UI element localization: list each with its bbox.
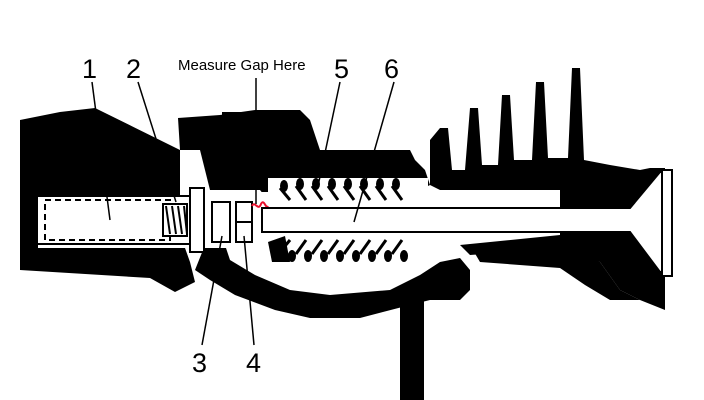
cylinder-head [460,168,665,310]
spring-retainer [268,236,290,262]
label-1: 1 [82,54,97,84]
left-outer-body [20,160,38,270]
gap-caption: Measure Gap Here [178,57,306,74]
label-2: 2 [126,54,141,84]
label-3: 3 [192,348,207,378]
housing-left-lower [20,248,195,292]
label-5: 5 [334,54,349,84]
lock-nut [211,201,231,243]
adjuster-thread [162,203,188,237]
cooling-fins [430,68,660,190]
leader-lines [91,78,395,346]
label-4: 4 [246,348,261,378]
spring-coils [280,178,408,262]
valve-face [661,169,673,277]
adjuster-screw-body [44,199,171,241]
label-6: 6 [384,54,399,84]
head-lower-right [470,240,640,300]
rocker-upper-boss [222,112,300,130]
pushrod [400,290,424,400]
rocker-tip [189,187,205,253]
housing-left [20,108,180,195]
gap-marker [251,201,269,208]
valve-spring [278,185,404,255]
